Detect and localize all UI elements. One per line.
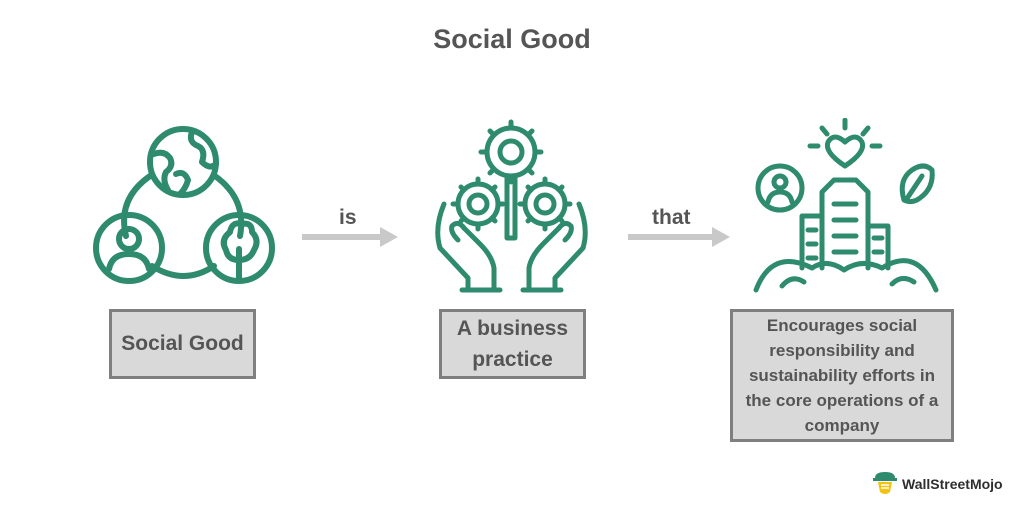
connector-that: that: [652, 206, 691, 229]
step-label: Encourages social responsibility and sus…: [745, 316, 939, 435]
sustainable-city-icon: [753, 118, 939, 293]
step-label: Social Good: [121, 332, 244, 355]
connector-is: is: [339, 206, 357, 229]
step-box-social-good: Social Good: [109, 309, 256, 379]
hands-gears-icon: [435, 119, 588, 293]
step-box-description: Encourages social responsibility and sus…: [730, 309, 954, 442]
arrow-that: [628, 227, 730, 247]
mojo-logo-icon: [873, 472, 897, 494]
arrow-is: [302, 227, 398, 247]
brand-name: WallStreetMojo: [902, 476, 1003, 492]
step-box-business-practice: A business practice: [439, 309, 586, 379]
diagram-title: Social Good: [433, 24, 591, 54]
brand-logo: WallStreetMojo: [872, 470, 1003, 498]
social-cycle-icon: [93, 126, 275, 284]
step-label: A business practice: [456, 317, 569, 371]
